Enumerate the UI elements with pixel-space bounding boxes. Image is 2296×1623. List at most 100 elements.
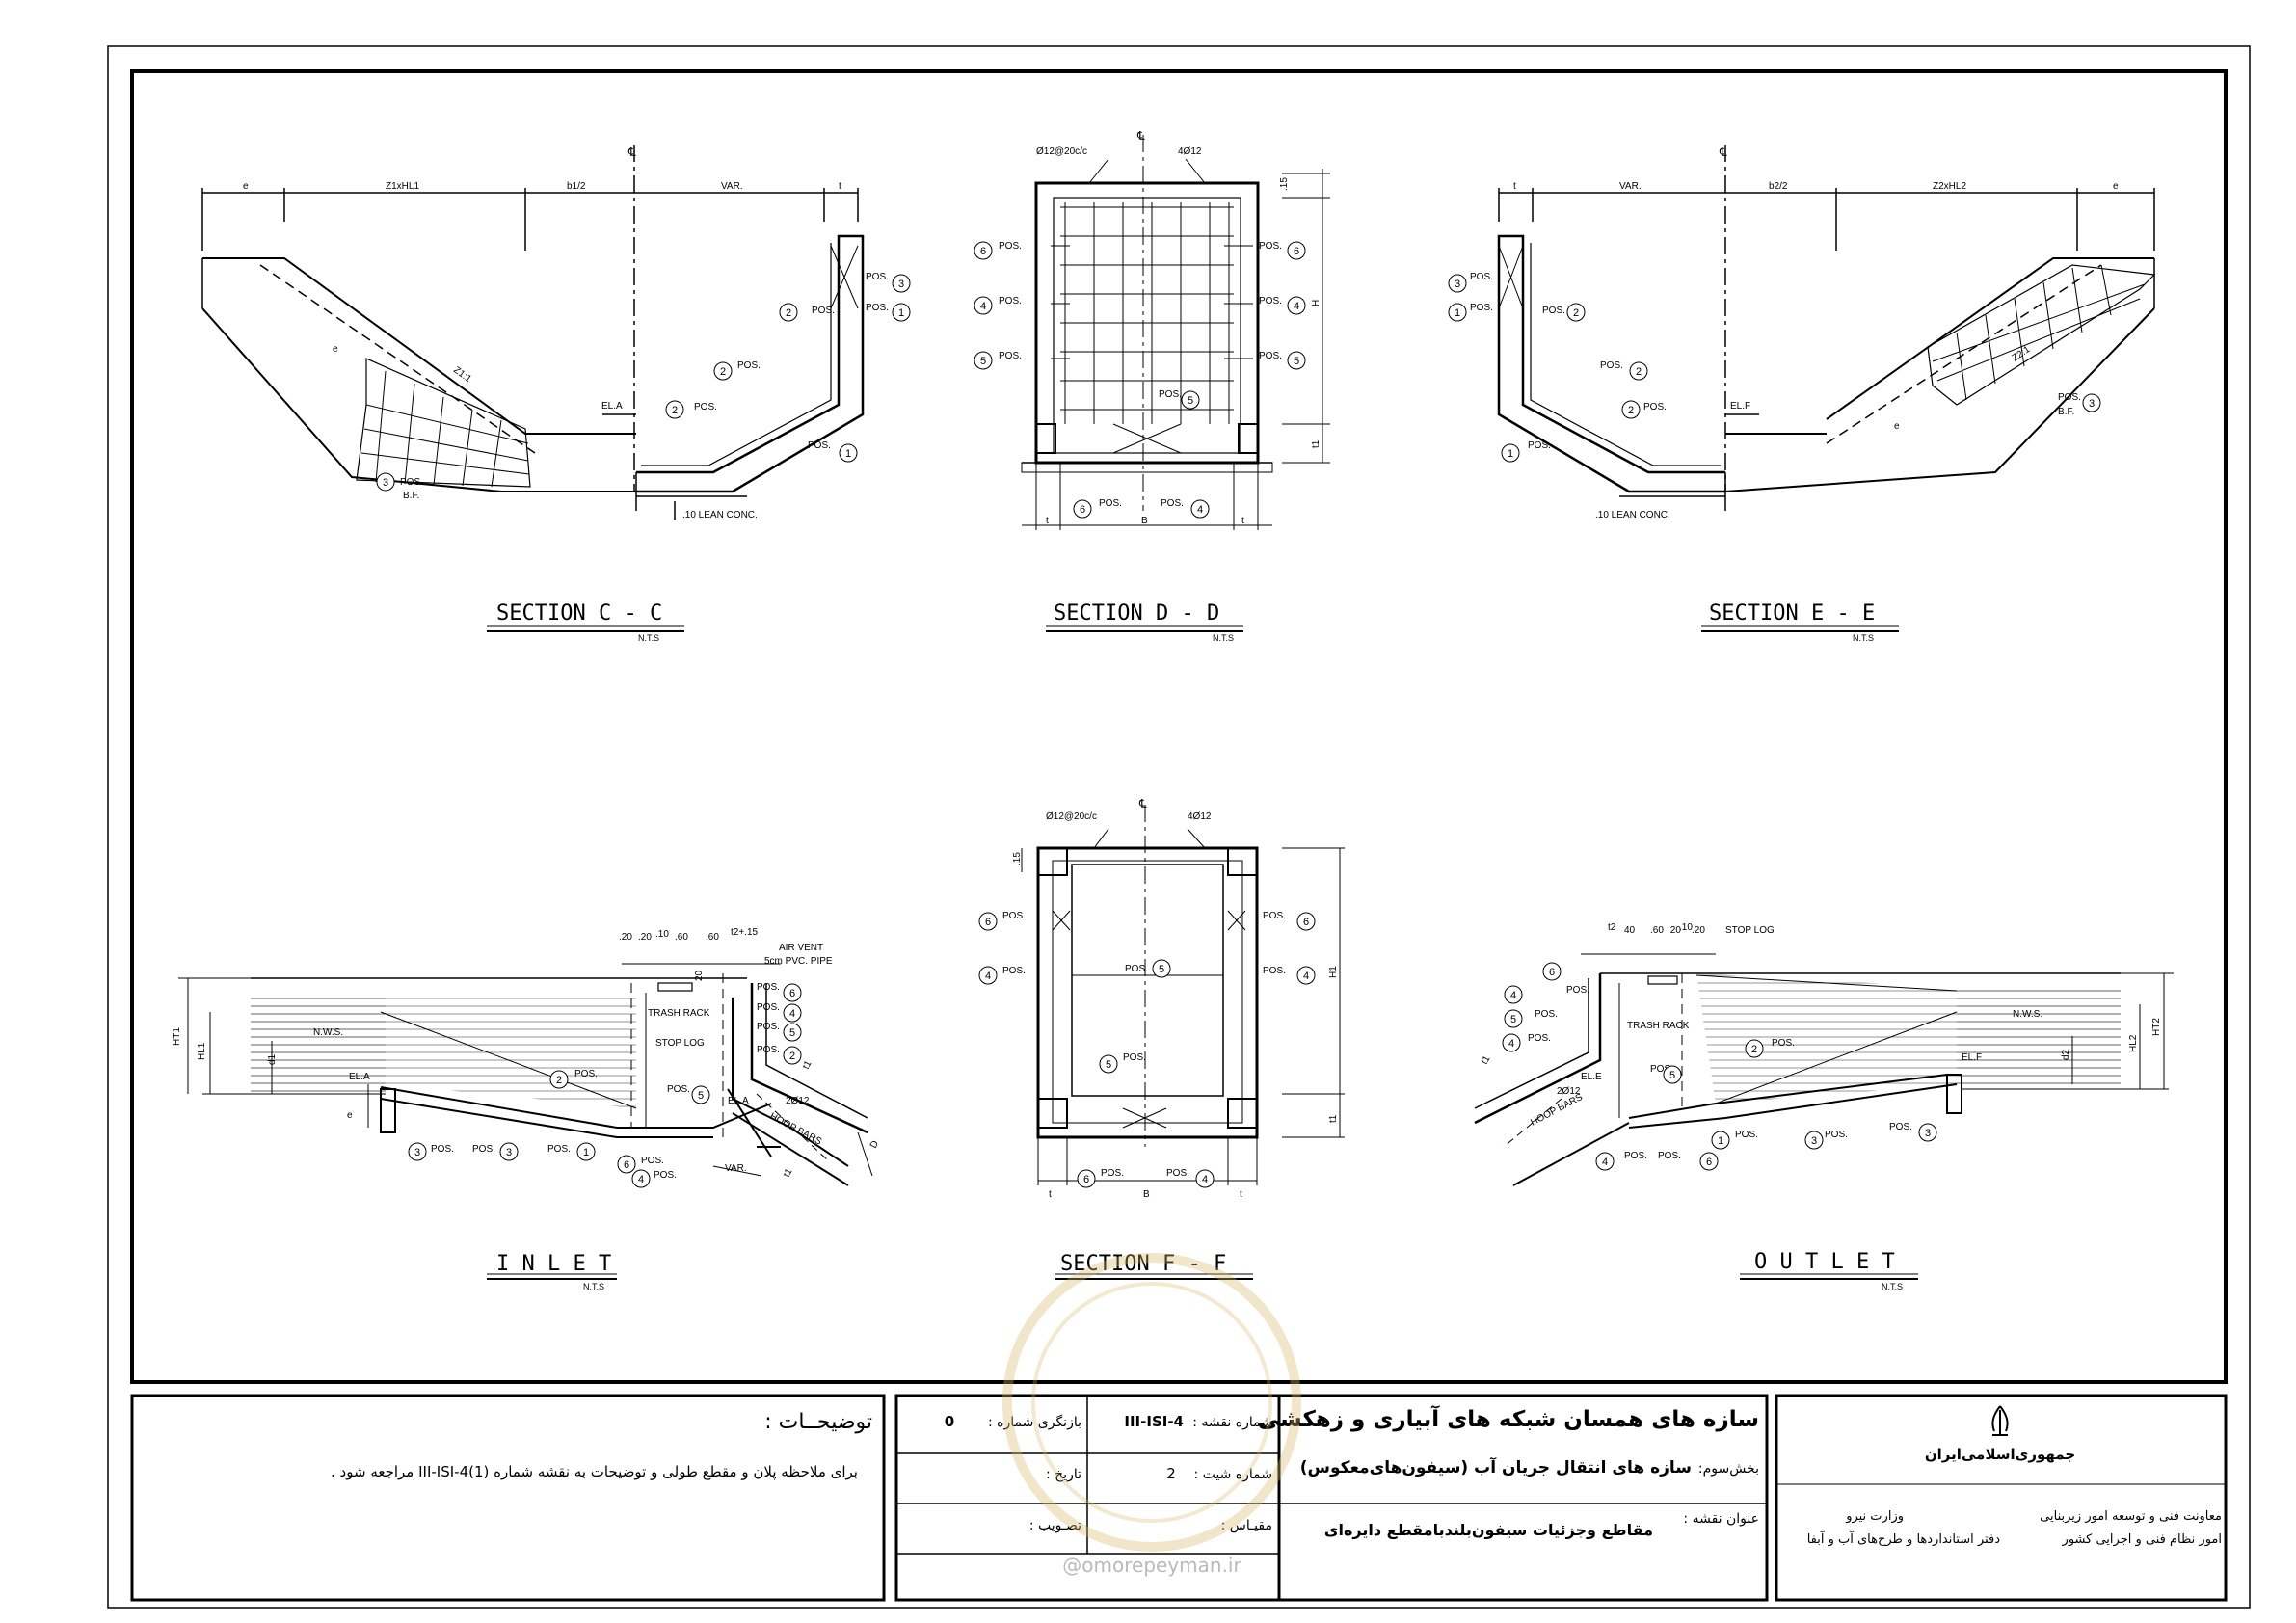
svg-text:H1: H1 (1328, 966, 1339, 978)
svg-text:.20: .20 (638, 932, 652, 943)
svg-text:t1: t1 (1311, 439, 1322, 448)
svg-text:e: e (347, 1110, 353, 1121)
svg-text:2: 2 (556, 1075, 562, 1086)
svg-text:HL1: HL1 (197, 1042, 207, 1060)
section-dd (1021, 135, 1330, 530)
svg-text:POS.: POS. (999, 296, 1022, 306)
svg-text:t: t (1240, 1189, 1242, 1200)
svg-text:6: 6 (1294, 246, 1299, 257)
svg-text:EL.E: EL.E (1581, 1072, 1602, 1082)
svg-text:.10 LEAN CONC.: .10 LEAN CONC. (1595, 510, 1670, 520)
svg-text:3: 3 (414, 1147, 420, 1158)
svg-text:B.F.: B.F. (403, 491, 419, 501)
svg-text:b2/2: b2/2 (1769, 181, 1788, 192)
svg-text:40: 40 (1624, 925, 1636, 936)
svg-text:4: 4 (1202, 1174, 1208, 1185)
svg-text:POS.: POS. (737, 360, 761, 371)
svg-text:3: 3 (1811, 1135, 1817, 1147)
svg-text:3: 3 (383, 477, 388, 489)
svg-text:6: 6 (1080, 504, 1085, 516)
watermark-seal (1002, 1253, 1301, 1552)
org-ministry: وزارت نیرو (1846, 1509, 1904, 1524)
svg-text:POS.: POS. (1002, 911, 1026, 921)
svg-text:B: B (1143, 1189, 1150, 1200)
svg-text:Z1xHL1: Z1xHL1 (386, 181, 419, 192)
svg-text:POS.: POS. (866, 303, 889, 313)
svg-text:2: 2 (1636, 366, 1642, 378)
svg-text:3: 3 (506, 1147, 512, 1158)
svg-text:POS.: POS. (472, 1144, 495, 1155)
svg-text:3: 3 (1455, 279, 1460, 290)
svg-text:2: 2 (672, 405, 678, 416)
svg-text:Ø12@20c/c: Ø12@20c/c (1046, 812, 1097, 822)
svg-text:3: 3 (898, 279, 904, 290)
svg-text:POS.: POS. (1263, 911, 1286, 921)
svg-text:6: 6 (1549, 967, 1555, 978)
svg-text:POS.: POS. (808, 440, 831, 451)
svg-text:t2: t2 (1608, 922, 1616, 933)
svg-text:POS.: POS. (667, 1084, 690, 1095)
svg-text:t2+.15: t2+.15 (731, 927, 759, 938)
svg-text:d1: d1 (267, 1053, 278, 1065)
svg-text:POS.: POS. (812, 306, 835, 316)
svg-text:6: 6 (1083, 1174, 1089, 1185)
svg-text:HOOP BARS: HOOP BARS (768, 1111, 824, 1148)
svg-text:6: 6 (985, 917, 991, 928)
svg-text:6: 6 (980, 246, 986, 257)
svg-text:4Ø12: 4Ø12 (1178, 146, 1202, 157)
main-title: سازه های همسان شبکه های آبیاری و زهکشی (1257, 1407, 1759, 1432)
svg-text:POS.: POS. (1161, 498, 1184, 509)
svg-text:6: 6 (789, 988, 795, 999)
svg-text:1: 1 (1718, 1135, 1723, 1147)
inlet (178, 963, 873, 1186)
svg-text:POS.: POS. (1470, 303, 1493, 313)
outlet (1474, 953, 2174, 1186)
svg-text:STOP LOG: STOP LOG (655, 1038, 705, 1049)
scale-ee: N.T.S (1853, 633, 1874, 643)
svg-text:POS.: POS. (1566, 985, 1589, 996)
svg-text:.20: .20 (619, 932, 632, 943)
svg-text:4: 4 (980, 301, 986, 312)
svg-text:POS.: POS. (1259, 241, 1282, 252)
svg-text:POS.: POS. (1643, 402, 1667, 412)
svg-text:e: e (243, 181, 249, 192)
org-office2: دفتر استانداردها و طرح‌های آب و آبفا (1806, 1532, 2000, 1547)
svg-text:5: 5 (1188, 395, 1193, 407)
svg-text:℄: ℄ (1138, 797, 1147, 811)
svg-text:.15: .15 (1279, 177, 1290, 191)
svg-text:.60: .60 (1650, 925, 1664, 936)
svg-text:POS.: POS. (547, 1144, 571, 1155)
svg-text:2: 2 (1628, 405, 1634, 416)
svg-text:POS.: POS. (1166, 1168, 1189, 1179)
svg-text:N.W.S.: N.W.S. (2013, 1009, 2042, 1020)
svg-text:5: 5 (1294, 356, 1299, 367)
svg-text:4Ø12: 4Ø12 (1188, 812, 1212, 822)
section-ff-bubbles (978, 912, 1316, 1188)
svg-text:POS.: POS. (1123, 1052, 1146, 1063)
svg-text:.10: .10 (655, 929, 669, 940)
svg-text:POS.: POS. (641, 1156, 664, 1166)
svg-text:.20: .20 (1668, 925, 1681, 936)
svg-text:POS.: POS. (1528, 1033, 1551, 1044)
svg-text:t: t (1046, 516, 1049, 526)
svg-text:1: 1 (1508, 448, 1513, 460)
svg-text:.60: .60 (675, 932, 688, 943)
svg-text:Z2:1: Z2:1 (2011, 344, 2033, 364)
svg-text:POS.: POS. (757, 1045, 780, 1055)
revision-value: 0 (944, 1413, 955, 1430)
svg-text:5: 5 (1510, 1014, 1516, 1025)
svg-text:HT1: HT1 (172, 1027, 182, 1046)
svg-text:POS.: POS. (654, 1170, 677, 1181)
title-inlet: I N L E T (496, 1252, 611, 1276)
svg-text:20: 20 (694, 970, 705, 981)
svg-text:6: 6 (624, 1159, 629, 1171)
svg-text:t: t (1513, 181, 1516, 192)
svg-text:2: 2 (1573, 307, 1579, 319)
svg-text:t1: t1 (1328, 1114, 1339, 1123)
section-cc-bubbles (376, 274, 911, 492)
svg-text:EL.F: EL.F (1962, 1052, 1982, 1063)
scale-cc: N.T.S (638, 633, 659, 643)
svg-text:3: 3 (1925, 1128, 1931, 1139)
